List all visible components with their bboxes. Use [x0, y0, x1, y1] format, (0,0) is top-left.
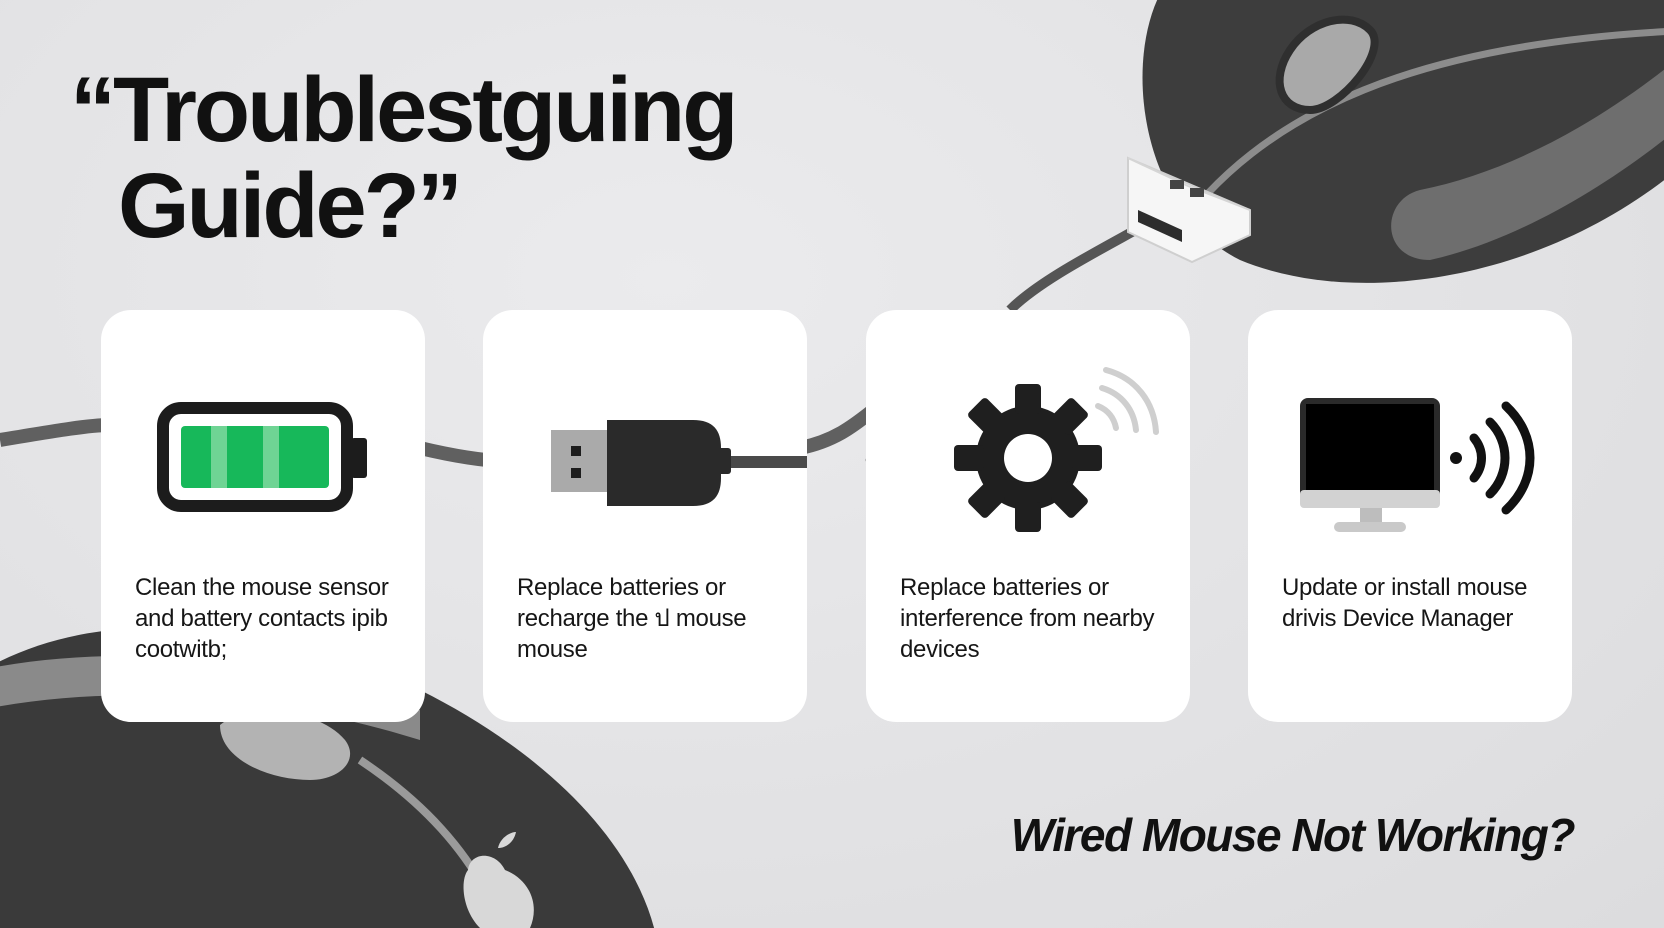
- page-subtitle: Wired Mouse Not Working?: [1010, 809, 1576, 861]
- title-line-1: “Troublestguing: [70, 59, 738, 161]
- card-4-text: Update or install mouse drivis Device Ma…: [1282, 574, 1528, 632]
- battery-icon: [157, 402, 367, 512]
- step-card-clean-sensor: Clean the mouse sensor and battery conta…: [101, 310, 425, 722]
- monitor-wireless-icon: [1300, 398, 1535, 532]
- card-2-text: Replace batteries or recharge the ป mous…: [517, 574, 747, 663]
- card-3-text: Replace batteries or interference from n…: [900, 574, 1155, 663]
- step-card-replace-batteries: Replace batteries or recharge the ป mous…: [483, 310, 807, 722]
- card-1-text: Clean the mouse sensor and battery conta…: [135, 574, 389, 663]
- gear-wireless-icon: [954, 367, 1159, 532]
- page-title: “Troublestguing Guide?”: [70, 59, 738, 257]
- wifi-signal-icon: [1095, 367, 1159, 435]
- usb-plug-icon: [551, 420, 807, 506]
- top-mouse-illustration: [1006, 0, 1664, 665]
- step-card-interference: Replace batteries or interference from n…: [866, 310, 1190, 722]
- step-card-update-drivers: Update or install mouse drivis Device Ma…: [1248, 310, 1572, 722]
- title-line-2: Guide?”: [118, 155, 463, 257]
- background-cable: [0, 399, 885, 470]
- wireless-waves-icon: [1450, 401, 1535, 515]
